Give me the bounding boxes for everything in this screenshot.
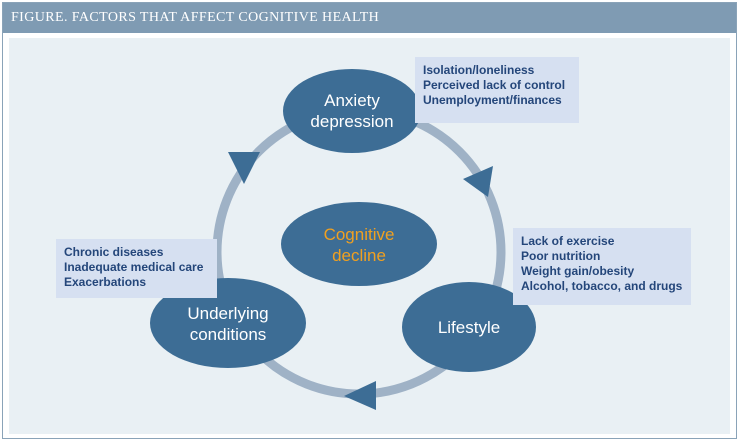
lifestyle-node bbox=[402, 282, 536, 372]
lifestyle-factors-note: Lack of exercise Poor nutrition Weight g… bbox=[513, 228, 691, 305]
note-item: Inadequate medical care bbox=[64, 260, 204, 274]
arrow-left-up-icon bbox=[228, 152, 260, 184]
note-item: Perceived lack of control bbox=[423, 78, 566, 92]
underlying-label-line2: conditions bbox=[189, 325, 267, 344]
note-item: Lack of exercise bbox=[521, 234, 615, 248]
note-item: Weight gain/obesity bbox=[521, 264, 635, 278]
note-item: Unemployment/finances bbox=[423, 93, 562, 107]
note-item: Poor nutrition bbox=[521, 249, 601, 263]
lifestyle-label: Lifestyle bbox=[404, 317, 534, 338]
anxiety-label-line1: Anxiety bbox=[324, 91, 380, 110]
core-label-line1: Cognitive bbox=[323, 225, 395, 244]
arrow-bottom-left-icon bbox=[344, 381, 376, 410]
note-item: Exacerbations bbox=[64, 275, 147, 289]
figure-title: FIGURE. FACTORS THAT AFFECT COGNITIVE HE… bbox=[11, 10, 380, 25]
anxiety-label-line2: depression bbox=[310, 112, 394, 131]
note-item: Isolation/loneliness bbox=[423, 63, 535, 77]
underlying-conditions-label: Underlying conditions bbox=[158, 303, 298, 345]
underlying-factors-note: Chronic diseases Inadequate medical care… bbox=[56, 239, 217, 298]
anxiety-factors-note: Isolation/loneliness Perceived lack of c… bbox=[415, 57, 579, 123]
note-item: Chronic diseases bbox=[64, 245, 164, 259]
cognitive-decline-node bbox=[281, 202, 437, 286]
underlying-label-line1: Underlying bbox=[187, 304, 269, 323]
anxiety-node bbox=[283, 69, 421, 153]
cognitive-decline-label: Cognitive decline bbox=[289, 224, 429, 266]
arrow-right-down-icon bbox=[463, 166, 493, 197]
title-bar: FIGURE. FACTORS THAT AFFECT COGNITIVE HE… bbox=[3, 3, 736, 33]
core-label-line2: decline bbox=[332, 246, 386, 265]
anxiety-node-label: Anxiety depression bbox=[282, 90, 422, 132]
underlying-conditions-node bbox=[150, 278, 306, 368]
lifestyle-label-line1: Lifestyle bbox=[437, 318, 501, 337]
note-item: Alcohol, tobacco, and drugs bbox=[521, 279, 683, 293]
